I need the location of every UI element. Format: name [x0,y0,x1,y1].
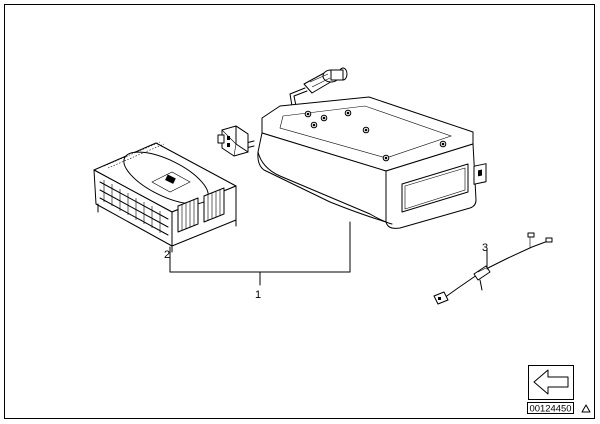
arrow-left-icon [533,369,569,395]
main-unit-cable [289,87,306,107]
harness-fuse-holder [473,265,491,291]
part-number: 00124450 [530,404,572,414]
callout-label-2: 2 [164,249,170,261]
callout-leaders [169,221,488,286]
callout-label-3: 3 [482,242,488,254]
top-screws [304,109,447,162]
nav-arrow-box[interactable] [528,365,574,400]
diagram-frame [4,4,595,419]
triangle-icon [581,404,591,413]
harness-end-tabs [527,232,553,243]
front-button [473,163,487,185]
top-round-connector [303,67,348,94]
cd-magazine-unit[interactable] [93,141,237,253]
main-control-unit[interactable] [217,67,487,229]
harness-plug [433,291,449,305]
part-number-box [527,402,574,414]
callout-label-1: 1 [255,289,261,301]
magazine-left-vents [99,180,169,236]
cable-harness[interactable] [433,232,553,305]
magazine-right-grill [177,187,225,233]
front-display-window [401,163,469,213]
magazine-top-ribs [103,141,165,169]
main-unit-side [257,132,387,223]
side-plug-connector [217,125,255,157]
